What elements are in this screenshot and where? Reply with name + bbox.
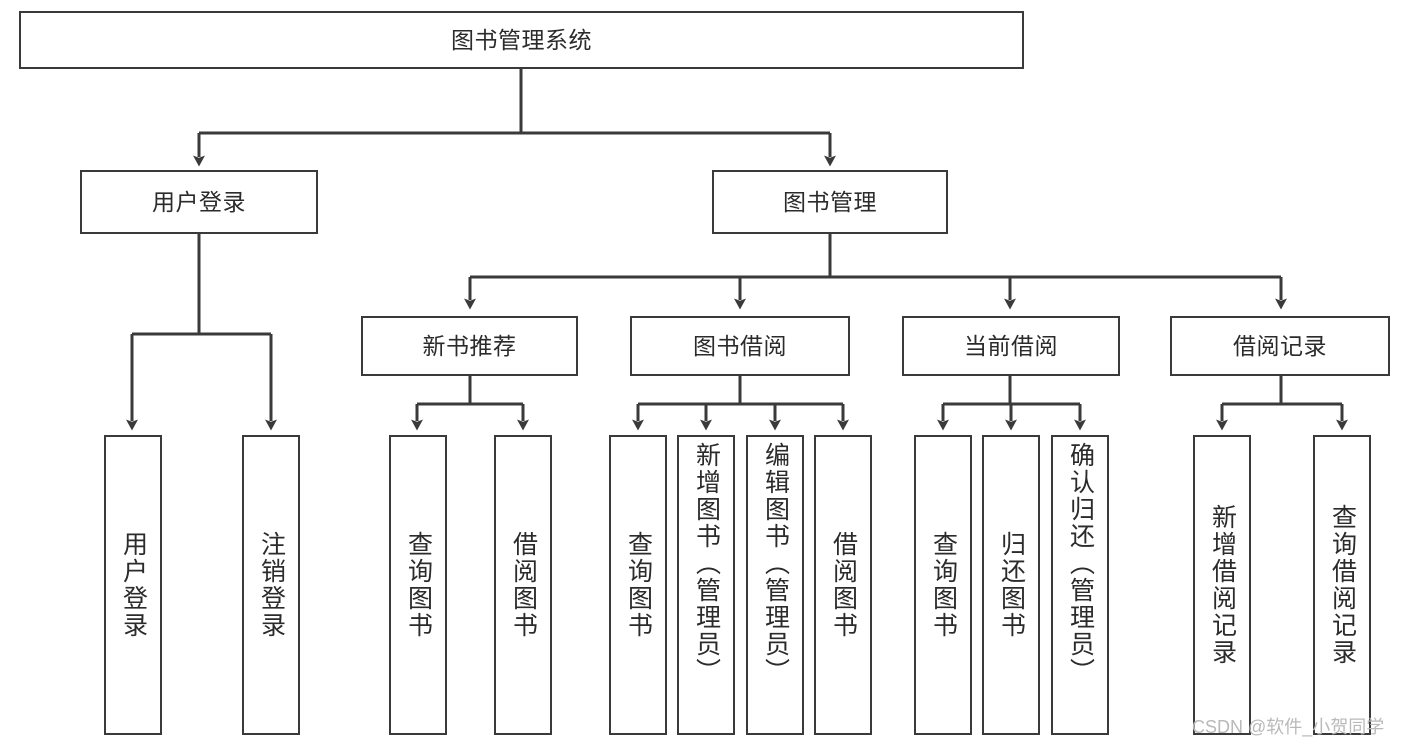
node-label: 新增借阅记录 (1208, 504, 1237, 666)
node-label: 编辑图书（管理员） (761, 442, 790, 685)
node-book-borrow[interactable]: 图书借阅 (630, 316, 850, 376)
node-label: 用户登录 (152, 188, 246, 215)
node-label: 图书借阅 (693, 332, 787, 359)
leaf-add-book[interactable]: 新增图书（管理员） (677, 435, 735, 735)
leaf-borrow-book-recommend[interactable]: 借阅图书 (494, 435, 552, 735)
node-label: 新书推荐 (422, 332, 517, 359)
node-label: 借阅记录 (1233, 332, 1327, 359)
leaf-logout-login[interactable]: 注销登录 (242, 435, 300, 735)
node-label: 图书管理系统 (451, 26, 592, 53)
node-label: 查询借阅记录 (1328, 504, 1357, 666)
leaf-user-login[interactable]: 用户登录 (104, 435, 162, 735)
leaf-query-book-borrow[interactable]: 查询图书 (609, 435, 667, 735)
leaf-add-borrow-record[interactable]: 新增借阅记录 (1193, 435, 1251, 735)
node-label: 查询图书 (624, 531, 653, 639)
leaf-return-book[interactable]: 归还图书 (982, 435, 1040, 735)
node-book-manage[interactable]: 图书管理 (712, 170, 948, 234)
csdn-watermark: CSDN @软件_小贺同学 (1192, 717, 1385, 737)
node-label: 图书管理 (783, 188, 877, 215)
node-label: 借阅图书 (509, 531, 538, 639)
leaf-query-book-current[interactable]: 查询图书 (914, 435, 972, 735)
node-label: 归还图书 (997, 531, 1026, 639)
node-label: 借阅图书 (829, 531, 858, 639)
leaf-edit-book[interactable]: 编辑图书（管理员） (746, 435, 804, 735)
leaf-borrow-book[interactable]: 借阅图书 (814, 435, 872, 735)
node-label: 用户登录 (119, 531, 148, 639)
node-label: 当前借阅 (964, 332, 1058, 359)
node-root-system[interactable]: 图书管理系统 (19, 11, 1024, 69)
node-label: 注销登录 (257, 531, 286, 639)
node-current-borrow[interactable]: 当前借阅 (902, 316, 1120, 376)
node-new-book-recommend[interactable]: 新书推荐 (361, 316, 578, 376)
node-user-login[interactable]: 用户登录 (80, 170, 318, 234)
node-borrow-record[interactable]: 借阅记录 (1170, 316, 1390, 376)
node-label: 新增图书（管理员） (692, 442, 721, 685)
node-label: 查询图书 (404, 531, 433, 639)
node-label: 确认归还（管理员） (1066, 442, 1095, 685)
node-label: 查询图书 (929, 531, 958, 639)
leaf-confirm-return[interactable]: 确认归还（管理员） (1051, 435, 1109, 735)
leaf-query-book-recommend[interactable]: 查询图书 (389, 435, 447, 735)
leaf-query-borrow-record[interactable]: 查询借阅记录 (1313, 435, 1371, 735)
